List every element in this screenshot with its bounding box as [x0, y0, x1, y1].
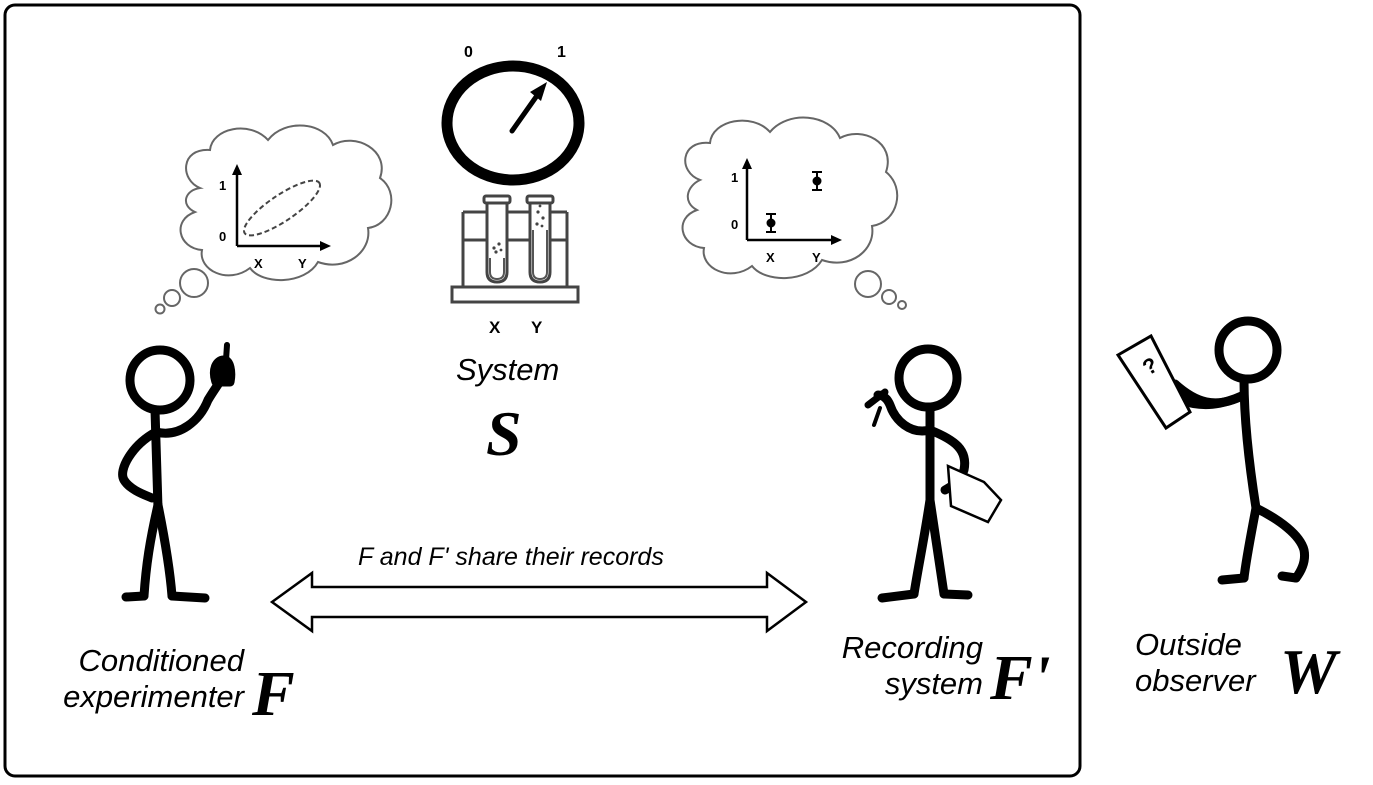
observer-symbol: W — [1280, 636, 1337, 707]
experimenter-label-line1: Conditioned — [78, 643, 244, 678]
dial-max-label: 1 — [557, 44, 566, 61]
observer-figure — [1170, 316, 1309, 585]
thought-chart-right — [742, 158, 842, 245]
tube-label-y: Y — [531, 318, 543, 337]
left-axis-y-top: 1 — [219, 178, 227, 193]
recorder-figure — [864, 344, 973, 603]
bubbles-icon — [492, 204, 545, 254]
correlation-ellipse — [242, 179, 322, 237]
tube-label-x: X — [489, 318, 501, 337]
experimenter-label-line2: experimenter — [63, 679, 244, 714]
recorder-label: Recording system — [800, 630, 983, 702]
thought-cloud-left — [154, 124, 393, 315]
system-title: System — [456, 352, 560, 387]
left-axis-y-bottom: 0 — [219, 229, 227, 244]
right-axis-y-top: 1 — [731, 170, 739, 185]
paper-question-icon: ? — [1115, 333, 1192, 431]
recorder-label-line2: system — [884, 666, 983, 701]
test-tube-rack-icon — [450, 194, 580, 304]
left-axis-x2: Y — [298, 256, 307, 271]
experimenter-figure — [118, 342, 236, 603]
error-bar-y — [812, 171, 822, 191]
dial-min-label: 0 — [464, 44, 473, 61]
left-axis-x1: X — [254, 256, 263, 271]
observer-label: Outside observer — [1135, 627, 1275, 699]
recorder-label-line1: Recording — [841, 630, 983, 665]
experimenter-label: Conditioned experimenter — [20, 643, 244, 715]
experimenter-symbol: F — [252, 658, 295, 729]
lab-frame — [3, 3, 1082, 778]
system-symbol: S — [486, 398, 522, 469]
recorder-symbol: F' — [990, 642, 1051, 713]
error-bar-x — [766, 213, 776, 233]
observer-label-line2: observer — [1135, 663, 1256, 698]
notepad-icon — [946, 464, 1003, 524]
observer-label-line1: Outside — [1135, 627, 1242, 662]
thought-chart-left — [232, 164, 331, 251]
right-axis-y-bottom: 0 — [731, 217, 739, 232]
dial-icon — [441, 60, 585, 186]
share-double-arrow — [269, 570, 809, 634]
arrow-caption: F and F' share their records — [358, 543, 664, 571]
right-axis-x1: X — [766, 250, 775, 265]
right-axis-x2: Y — [812, 250, 821, 265]
thought-cloud-right — [681, 116, 907, 310]
